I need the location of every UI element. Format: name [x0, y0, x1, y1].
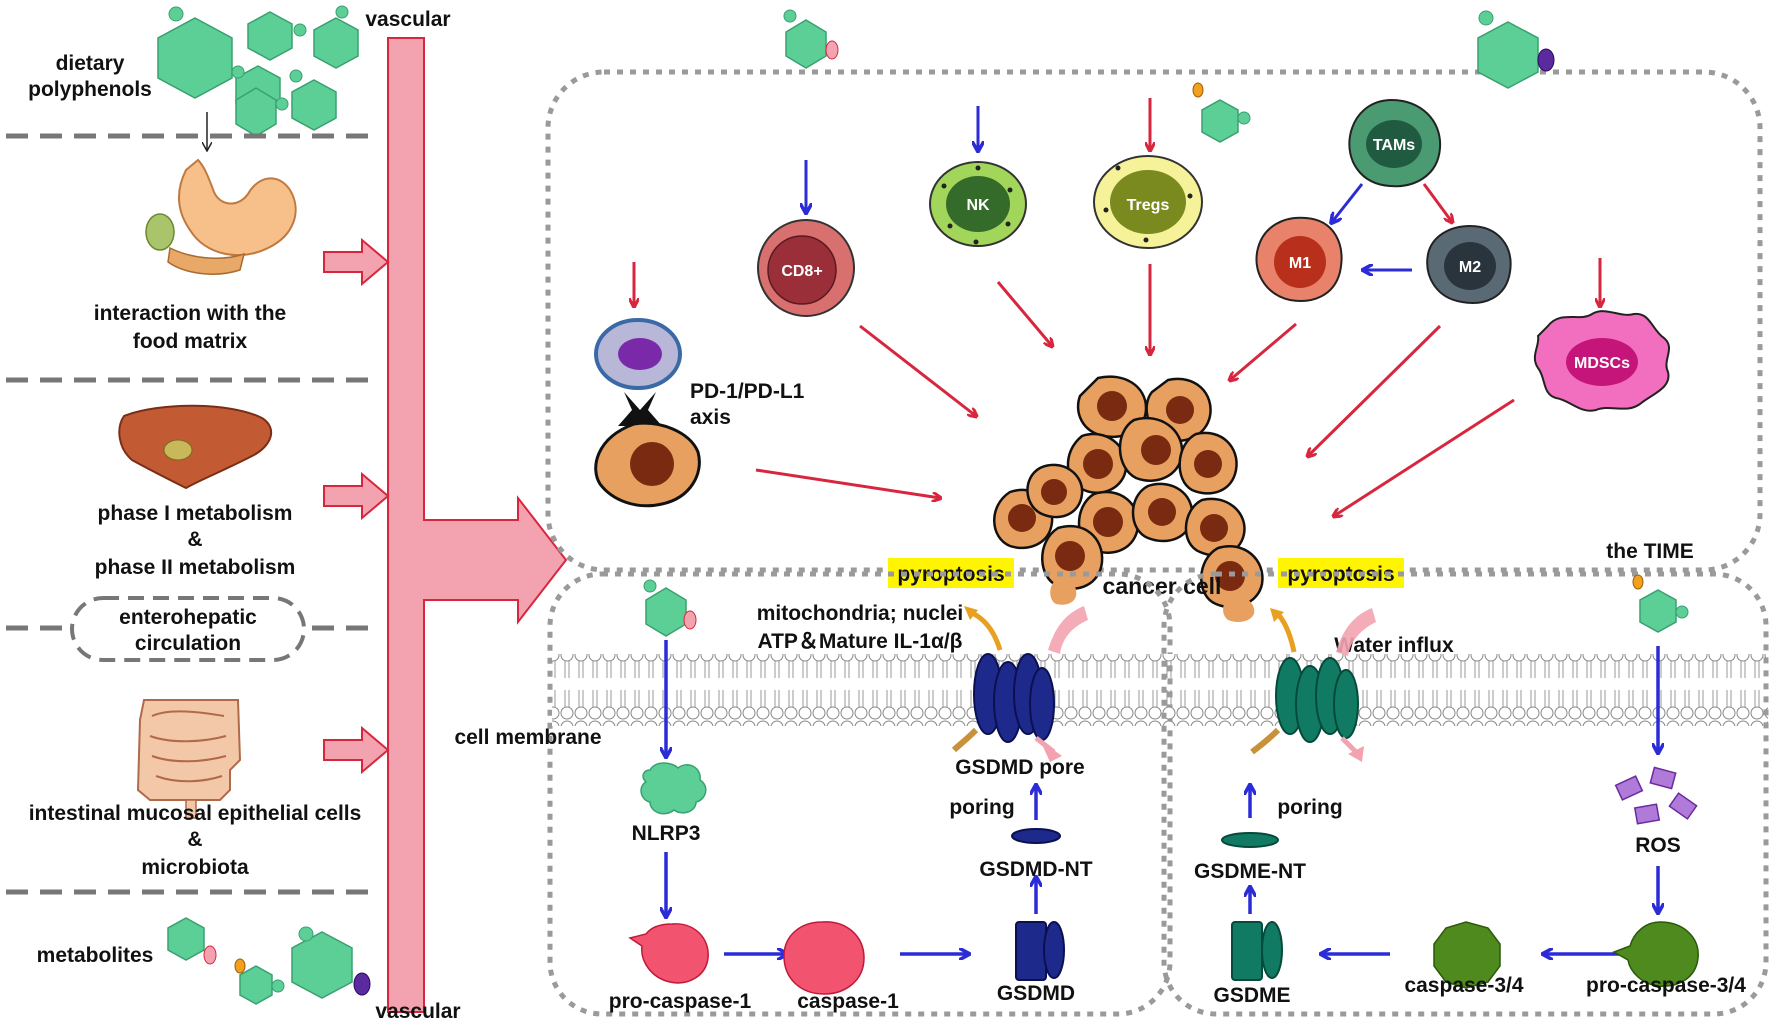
ampersand-1: & — [187, 528, 202, 551]
molecule-top-1 — [785, 19, 827, 69]
gsdmd-poring-label: poring — [949, 796, 1014, 819]
tregs-cell: Tregs — [1093, 155, 1203, 249]
metabolite-molecules — [167, 917, 371, 1005]
intestinal-label: intestinal mucosal epithelial cells — [29, 802, 362, 825]
caspase1-icon — [783, 921, 865, 995]
phase2-label: phase II metabolism — [95, 556, 296, 579]
gsdme-nt-label: GSDME-NT — [1194, 860, 1306, 883]
microbiota-label: microbiota — [141, 856, 249, 879]
gsdmd-label: GSDMD — [997, 982, 1075, 1005]
gsdmd-nt-icon — [1011, 828, 1061, 844]
cell-membrane-bilayer — [552, 654, 1768, 726]
the-time-label: the TIME — [1606, 540, 1694, 563]
stomach-icon — [145, 158, 297, 275]
pro-caspase34-label: pro-caspase-3/4 — [1586, 974, 1746, 997]
water-influx-label: Water influx — [1334, 634, 1454, 657]
nlrp3-icon — [640, 762, 707, 815]
gsdmd-icon — [1015, 921, 1047, 981]
molecule-tregs — [1201, 99, 1239, 143]
m1-cell: M1 — [1255, 216, 1343, 302]
gsdmd-pore-icon — [951, 606, 1088, 762]
dietary-label-2: polyphenols — [28, 78, 152, 101]
m2-cell: M2 — [1426, 224, 1512, 304]
mitochondria-label: mitochondria; nuclei — [757, 602, 964, 625]
polyphenol-cluster — [157, 5, 359, 137]
vascular-bottom-label: vascular — [375, 1000, 460, 1022]
pyroptosis-label-left: pyroptosis — [897, 563, 1004, 586]
atp-label: ATP＆Mature IL-1α/β — [757, 630, 962, 653]
pyroptosis-label-right: pyroptosis — [1287, 563, 1394, 586]
gsdmd-nt-label: GSDMD-NT — [979, 858, 1092, 881]
gsdmd-panel: mitochondria; nuclei ATP＆Mature IL-1α/β … — [454, 571, 1768, 1017]
nk-label: NK — [966, 197, 990, 214]
gsdme-poring-label: poring — [1277, 796, 1342, 819]
vascular-top-label: vascular — [365, 8, 450, 31]
gsdmd-pore-label: GSDMD pore — [955, 756, 1085, 779]
m2-label: M2 — [1459, 259, 1481, 276]
pd1-label-1: PD-1/PD-L1 — [690, 380, 805, 403]
tams-cell: TAMs — [1348, 98, 1442, 188]
caspase34-icon — [1433, 921, 1501, 989]
ampersand-2: & — [187, 828, 202, 851]
pd1-label-2: axis — [690, 406, 731, 429]
pro-caspase1-label: pro-caspase-1 — [609, 990, 752, 1013]
dietary-label-1: dietary — [56, 52, 125, 75]
enterohepatic-label-1: enterohepatic — [119, 606, 257, 629]
ros-label: ROS — [1635, 834, 1681, 857]
left-panel: dietary polyphenols interaction with the… — [6, 5, 568, 1022]
cell-membrane-label: cell membrane — [454, 726, 601, 749]
caspase34-label: caspase-3/4 — [1404, 974, 1523, 997]
phase1-label: phase I metabolism — [98, 502, 293, 525]
gsdme-panel: Water influx poring GSDME-NT GSDME caspa… — [1161, 571, 1769, 1017]
enterohepatic-capsule — [70, 596, 306, 662]
pd1-complex — [594, 318, 701, 508]
intestine-icon — [136, 699, 242, 819]
m1-label: M1 — [1289, 255, 1311, 272]
mdscs-cell: MDSCs — [1533, 310, 1670, 412]
liver-icon — [118, 404, 273, 490]
tregs-label: Tregs — [1127, 197, 1170, 214]
tams-label: TAMs — [1373, 137, 1415, 154]
gsdme-panel-border — [1161, 571, 1769, 1017]
caspase1-label: caspase-1 — [797, 990, 899, 1013]
nlrp3-label: NLRP3 — [632, 822, 701, 845]
absorption-arrow-3 — [323, 725, 390, 775]
food-matrix-label-1: interaction with the — [94, 302, 287, 325]
food-matrix-label-2: food matrix — [133, 330, 248, 353]
nk-cell: NK — [929, 161, 1027, 247]
absorption-arrow-2 — [323, 471, 390, 521]
time-panel: CD8+ NK Tregs TAMs M1 — [545, 9, 1763, 622]
ros-icon — [1614, 766, 1698, 825]
enterohepatic-label-2: circulation — [135, 632, 241, 655]
gsdme-icon — [1231, 921, 1263, 981]
mdscs-label: MDSCs — [1574, 355, 1630, 372]
time-panel-border — [545, 69, 1763, 573]
gsdme-label: GSDME — [1213, 984, 1290, 1007]
gsdme-pore-icon — [1250, 608, 1376, 762]
pro-caspase34-icon — [1612, 921, 1699, 987]
absorption-arrow-1 — [323, 237, 390, 287]
vascular-bar — [387, 37, 568, 1013]
cd8-cell: CD8+ — [757, 219, 855, 317]
cd8-label: CD8+ — [781, 263, 822, 280]
molecule-top-2 — [1477, 21, 1539, 89]
pro-caspase1-icon — [628, 923, 709, 984]
gsdme-nt-icon — [1221, 832, 1279, 848]
metabolites-label: metabolites — [37, 944, 154, 967]
